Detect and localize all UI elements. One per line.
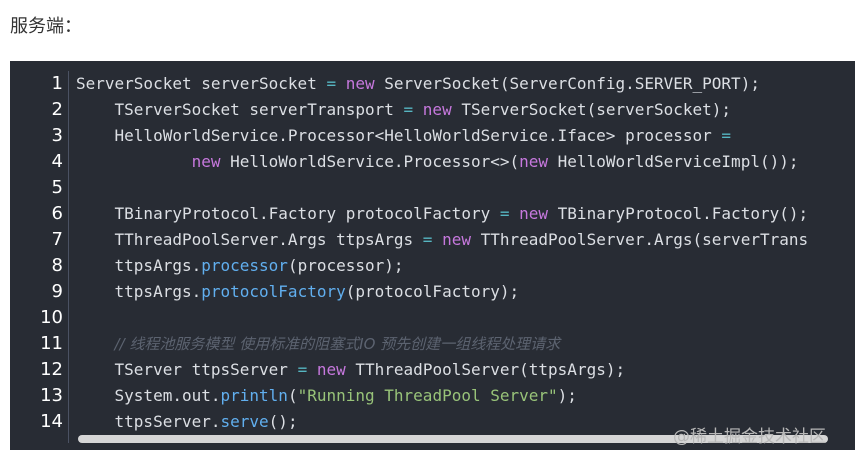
code-token: = — [721, 126, 732, 145]
code-token: TThreadPoolServer.Args(serverTrans — [470, 230, 809, 249]
code-token: HelloWorldServiceImpl()); — [548, 152, 799, 171]
code-token: // 线程池服务模型 使用标准的阻塞式IO 预先创建一组线程处理请求 — [114, 335, 561, 353]
code-token: = — [297, 360, 308, 379]
code-token: (processor); — [287, 256, 404, 275]
code-token: new — [191, 152, 221, 171]
code-token: TServerSocket serverTransport — [76, 100, 404, 119]
code-token: new — [422, 100, 452, 119]
code-token: TBinaryProtocol.Factory(); — [548, 204, 809, 223]
code-line: System.out.println("Running ThreadPool S… — [76, 383, 855, 409]
line-number: 13 — [40, 385, 63, 406]
line-number: 1 — [51, 73, 63, 94]
code-token: = — [326, 74, 337, 93]
code-token: ttpsArgs. — [76, 282, 202, 301]
code-token: HelloWorldService.Processor<>( — [220, 152, 520, 171]
line-number: 5 — [51, 177, 63, 198]
line-number: 9 — [51, 281, 63, 302]
line-number: 7 — [51, 229, 63, 250]
code-token — [432, 230, 442, 249]
code-token: serve — [220, 412, 269, 431]
code-token: TServerSocket(serverSocket); — [451, 100, 732, 119]
code-token: new — [316, 360, 346, 379]
code-line: TServerSocket serverTransport = new TSer… — [76, 97, 855, 123]
code-token: new — [442, 230, 471, 249]
code-token: ttpsServer. — [76, 412, 221, 431]
code-token: = — [403, 100, 414, 119]
line-number: 4 — [51, 151, 63, 172]
code-token: ttpsArgs. — [76, 256, 202, 275]
code-line: TServer ttpsServer = new TThreadPoolServ… — [76, 357, 855, 383]
code-token: ); — [557, 386, 577, 405]
line-number: 8 — [51, 255, 63, 276]
code-line: TBinaryProtocol.Factory protocolFactory … — [76, 201, 855, 227]
code-token — [509, 204, 519, 223]
code-token: new — [345, 74, 375, 93]
line-number: 2 — [51, 99, 63, 120]
section-heading: 服务端： — [10, 16, 82, 37]
code-token: println — [220, 386, 288, 405]
horizontal-scrollbar[interactable] — [78, 435, 828, 443]
code-token: System.out. — [76, 386, 221, 405]
code-token: TThreadPoolServer(ttpsArgs); — [345, 360, 626, 379]
code-token: ServerSocket(ServerConfig.SERVER_PORT); — [374, 74, 760, 93]
code-token — [336, 74, 346, 93]
code-line: ServerSocket serverSocket = new ServerSo… — [76, 71, 855, 97]
code-line: new HelloWorldService.Processor<>(new He… — [76, 149, 855, 175]
code-token: "Running ThreadPool Server" — [297, 386, 558, 405]
code-token — [413, 100, 423, 119]
code-line: // 线程池服务模型 使用标准的阻塞式IO 预先创建一组线程处理请求 — [76, 331, 855, 357]
code-token: (protocolFactory); — [345, 282, 520, 301]
code-content: ServerSocket serverSocket = new ServerSo… — [76, 71, 855, 435]
code-token: TBinaryProtocol.Factory protocolFactory — [76, 204, 500, 223]
code-line: ttpsServer.serve(); — [76, 409, 855, 435]
code-token: new — [519, 152, 549, 171]
code-token: (); — [268, 412, 298, 431]
code-token: ( — [287, 386, 298, 405]
line-number: 3 — [51, 125, 63, 146]
code-token: TThreadPoolServer.Args ttpsArgs — [76, 230, 423, 249]
line-number: 11 — [40, 333, 63, 354]
code-line — [76, 305, 855, 331]
code-line: TThreadPoolServer.Args ttpsArgs = new TT… — [76, 227, 855, 253]
code-token: processor — [201, 256, 288, 275]
code-line: ttpsArgs.protocolFactory(protocolFactory… — [76, 279, 855, 305]
code-token: ServerSocket serverSocket — [76, 74, 327, 93]
code-token: new — [519, 204, 549, 223]
code-token: = — [499, 204, 510, 223]
watermark: @稀土掘金技术社区 — [673, 427, 826, 447]
code-token: HelloWorldService.Processor<HelloWorldSe… — [76, 126, 722, 145]
code-token: = — [422, 230, 433, 249]
code-token: TServer ttpsServer — [76, 360, 298, 379]
code-line: ttpsArgs.processor(processor); — [76, 253, 855, 279]
code-line: HelloWorldService.Processor<HelloWorldSe… — [76, 123, 855, 149]
code-token: protocolFactory — [201, 282, 346, 301]
code-token — [307, 360, 317, 379]
line-number: 6 — [51, 203, 63, 224]
line-number: 12 — [40, 359, 63, 380]
line-number: 14 — [40, 411, 63, 432]
code-token — [76, 152, 192, 171]
line-number: 10 — [40, 307, 63, 328]
code-line — [76, 175, 855, 201]
code-token — [76, 334, 115, 353]
